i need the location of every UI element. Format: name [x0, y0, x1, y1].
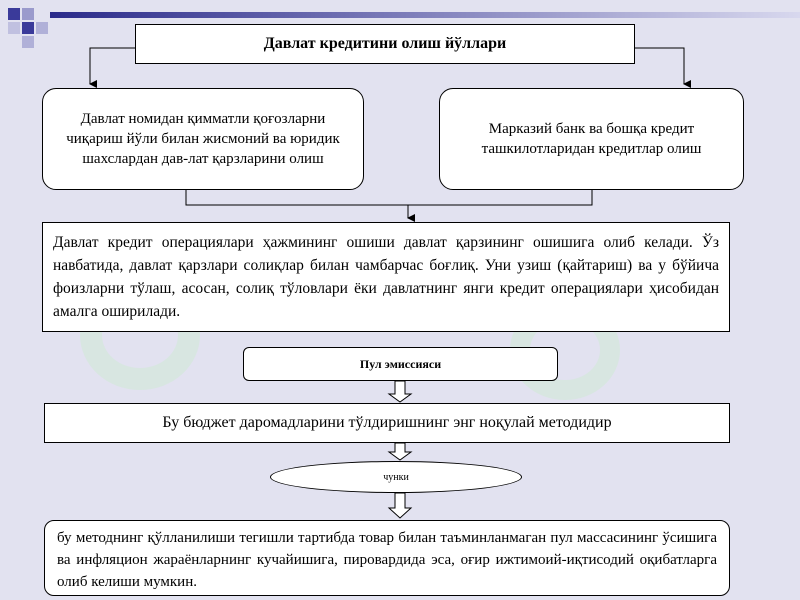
arrow-to-right-box [635, 47, 691, 88]
diagram-title: Давлат кредитини олиш йўллари [135, 24, 635, 64]
block-arrow-3 [387, 492, 413, 519]
arrow-to-left-box [89, 47, 135, 88]
block-arrow-2 [387, 442, 413, 461]
consequences-box: бу методнинг қўлланилиши тегишли тартибд… [44, 520, 730, 596]
corner-decoration [0, 0, 120, 60]
block-arrow-1 [387, 380, 413, 403]
central-bank-loans-box: Марказий банк ва бошқа кредит ташкилотла… [439, 88, 744, 190]
money-emission-box: Пул эмиссияси [243, 347, 558, 381]
header-bar [50, 12, 800, 18]
credit-operations-text-box: Давлат кредит операциялари ҳажмининг оши… [42, 222, 730, 332]
securities-issue-box: Давлат номидан қимматли қоғозларни чиқар… [42, 88, 364, 190]
because-ellipse: чунки [270, 461, 522, 493]
converge-line-left [185, 190, 408, 206]
worst-method-box: Бу бюджет даромадларини тўлдиришнинг энг… [44, 403, 730, 443]
converge-line-right [408, 190, 593, 206]
